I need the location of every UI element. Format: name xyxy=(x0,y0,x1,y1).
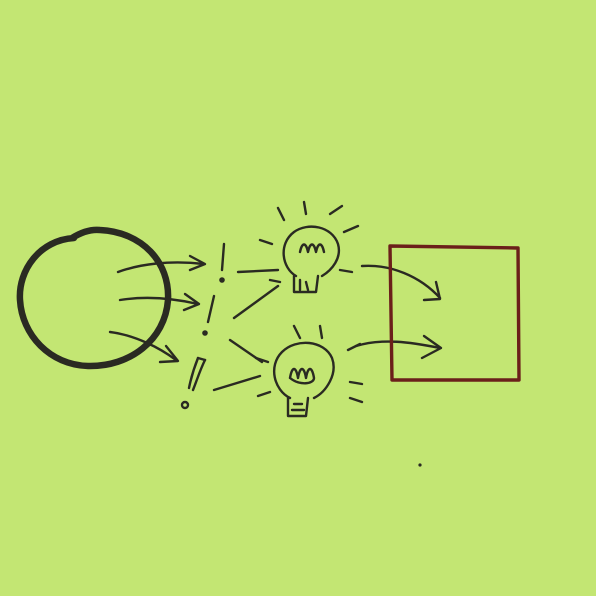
source-circle xyxy=(16,226,172,370)
ink-speck xyxy=(418,463,422,467)
arrow-icon xyxy=(108,330,180,364)
target-square xyxy=(388,244,521,382)
lightbulb-icon xyxy=(258,200,360,294)
exclamation-icon xyxy=(202,294,216,336)
arrow-icon xyxy=(118,292,201,312)
arrow-icon xyxy=(360,264,442,302)
connector-line xyxy=(212,374,262,392)
exclamation-icon xyxy=(180,356,207,410)
arrow-icon xyxy=(116,254,207,274)
arrow-icon xyxy=(354,334,443,360)
lightbulb-icon xyxy=(254,324,364,418)
connector-line xyxy=(236,268,280,274)
exclamation-icon xyxy=(219,242,226,283)
connector-line xyxy=(232,284,280,320)
